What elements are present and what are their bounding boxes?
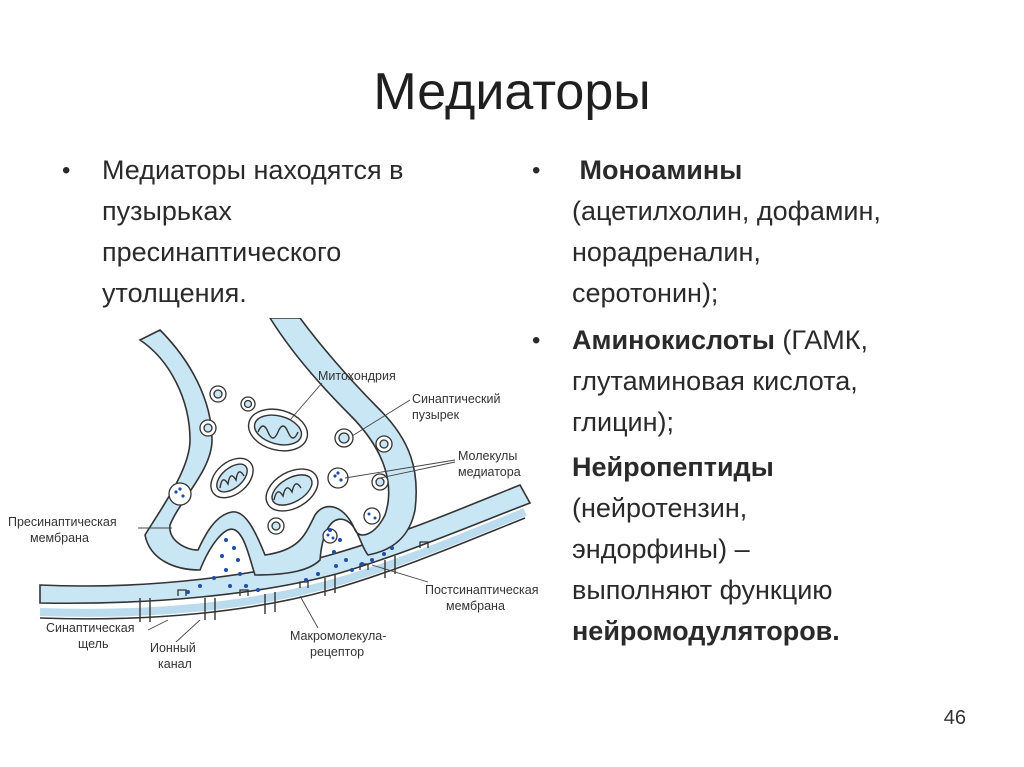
label-mitochondria: Митохондрия bbox=[318, 369, 396, 383]
bullet-item-monoamines: • Моноамины (ацетилхолин, дофамин, норад… bbox=[526, 150, 996, 314]
synaptic-vesicles bbox=[168, 385, 393, 544]
label-ion-channel: канал bbox=[158, 657, 192, 671]
bullet-line: норадреналин, bbox=[572, 237, 761, 267]
bullet-line: (ацетилхолин, дофамин, bbox=[572, 196, 881, 226]
bullet-line: пресинаптического bbox=[102, 237, 342, 267]
postsynaptic-inner-edge bbox=[39, 517, 526, 620]
bullet-marker: • bbox=[532, 327, 541, 354]
bullet-text: (ГАМК, bbox=[774, 325, 868, 355]
bullet-line: серотонин); bbox=[572, 278, 719, 308]
postsynaptic-inner-band bbox=[39, 508, 527, 617]
presynaptic-membrane bbox=[138, 318, 418, 576]
mediator-molecules bbox=[186, 528, 394, 594]
bullet-line: глицин); bbox=[572, 407, 675, 437]
label-postsynaptic: мембрана bbox=[446, 599, 505, 613]
bullet-marker: • bbox=[62, 157, 71, 184]
term-aminoacids: Аминокислоты bbox=[572, 325, 775, 355]
term-monoamines: Моноамины bbox=[579, 155, 743, 185]
bullet-line: (нейротензин, bbox=[572, 493, 748, 523]
label-ion-channel: Ионный bbox=[150, 641, 196, 655]
label-cleft: Синаптическая bbox=[46, 621, 135, 635]
synapse-diagram: Митохондрия Синаптический пузырек Молеку… bbox=[8, 318, 539, 671]
term-neuropeptides: Нейропептиды bbox=[572, 452, 774, 482]
leader-lines bbox=[138, 382, 456, 643]
bullet-item-aminoacids: • Аминокислоты (ГАМК, глутаминовая кисло… bbox=[526, 320, 996, 443]
page-number: 46 bbox=[943, 707, 966, 729]
label-postsynaptic: Постсинаптическая bbox=[425, 583, 539, 597]
right-bullet-list: • Моноамины (ацетилхолин, дофамин, норад… bbox=[526, 150, 996, 652]
bullet-line: Медиаторы находятся в bbox=[102, 155, 404, 185]
label-presynaptic: мембрана bbox=[30, 531, 89, 545]
bullet-marker: • bbox=[532, 157, 541, 184]
label-vesicle: Синаптический bbox=[412, 392, 501, 406]
label-presynaptic: Пресинаптическая bbox=[8, 515, 117, 529]
mitochondria bbox=[210, 408, 319, 512]
label-cleft: щель bbox=[78, 637, 109, 651]
label-molecules: Молекулы bbox=[458, 449, 517, 463]
left-bullet-list: • Медиаторы находятся в пузырьках пресин… bbox=[56, 150, 496, 314]
slide-title: Медиаторы bbox=[373, 63, 651, 121]
vesicle-contents bbox=[174, 471, 377, 540]
bullet-item: • Медиаторы находятся в пузырьках пресин… bbox=[56, 150, 496, 314]
bullet-item-neuropeptides: Нейропептиды (нейротензин, эндорфины) – … bbox=[526, 447, 996, 652]
postsynaptic-membrane bbox=[39, 483, 532, 605]
label-receptor: Макромолекула- bbox=[290, 629, 386, 643]
label-vesicle: пузырек bbox=[412, 408, 460, 422]
label-receptor: рецептор bbox=[310, 645, 364, 659]
label-molecules: медиатора bbox=[458, 465, 521, 479]
bullet-line: эндорфины) – bbox=[572, 534, 750, 564]
bullet-line: утолщения. bbox=[102, 278, 247, 308]
bullet-line: глутаминовая кислота, bbox=[572, 366, 858, 396]
bullet-line: пузырьках bbox=[102, 196, 232, 226]
term-neuromodulators: нейромодуляторов. bbox=[572, 616, 840, 646]
bullet-line: выполняют функцию bbox=[572, 575, 833, 605]
